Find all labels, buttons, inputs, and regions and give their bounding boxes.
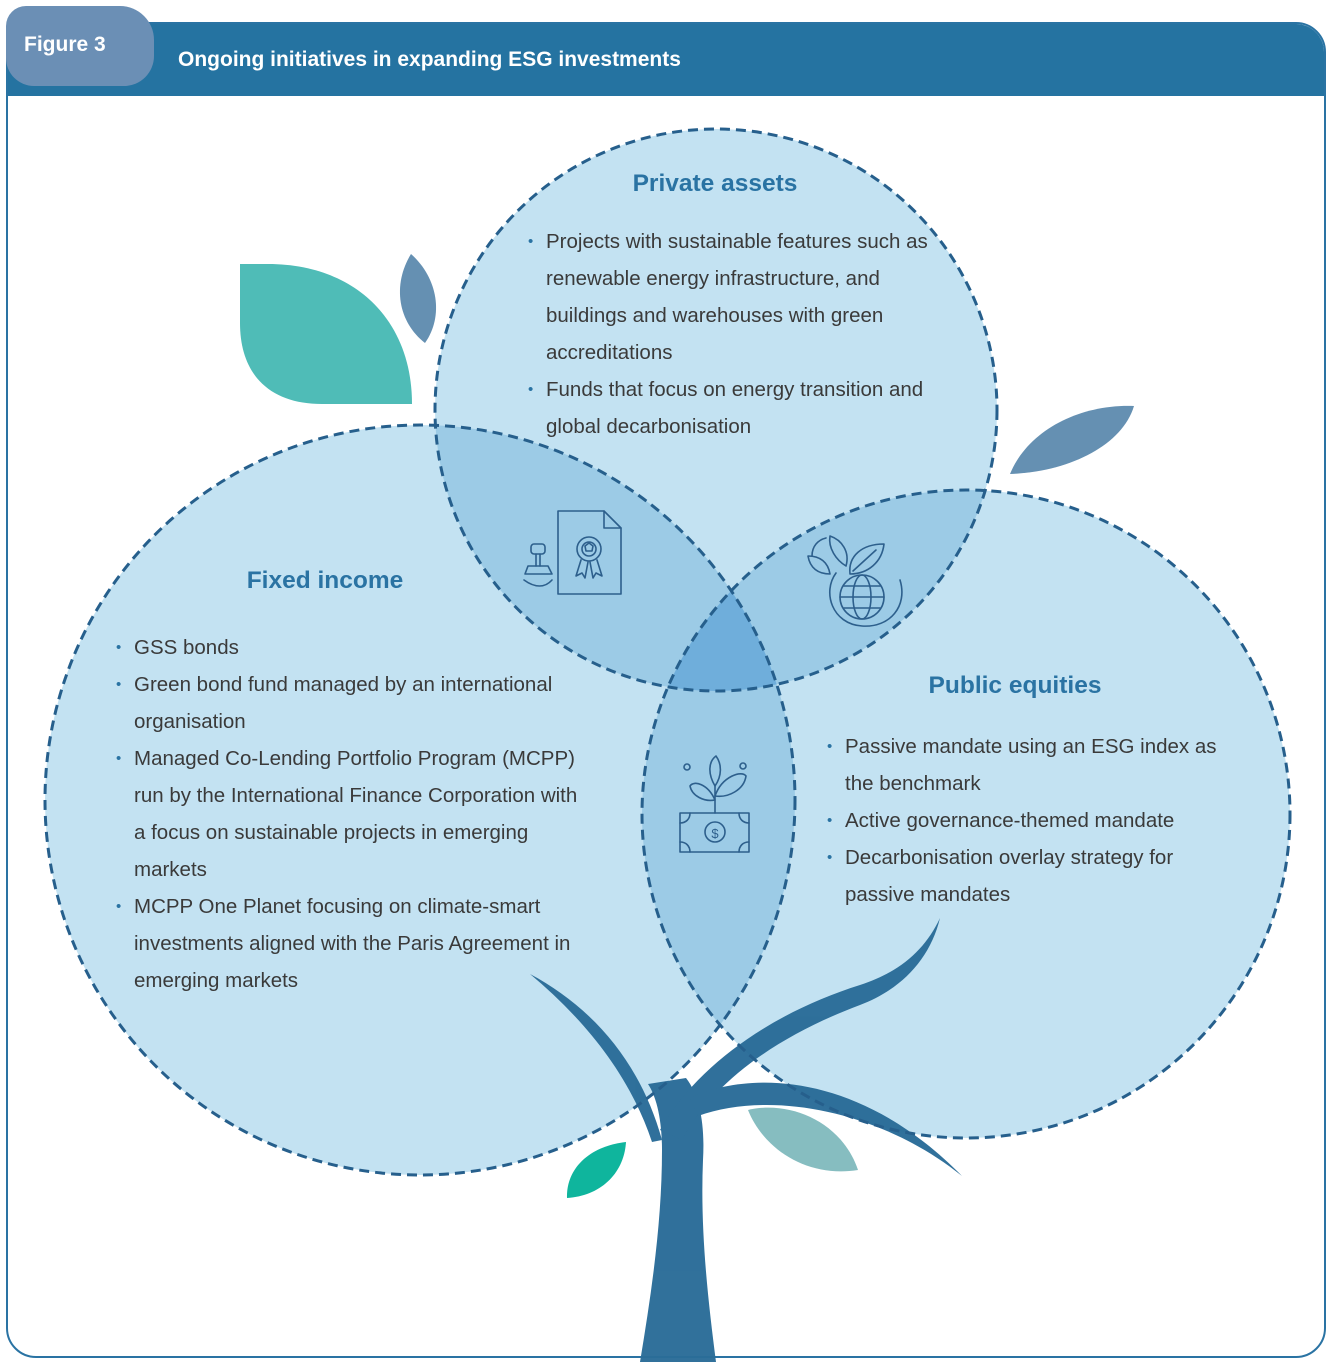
list-item: GSS bonds [116,629,594,666]
outline-private-assets [433,127,999,693]
outline-fixed-income [43,423,797,1177]
certificate-stamp-icon [523,510,622,595]
heading-fixed-income: Fixed income [246,567,404,594]
branch-right-low [690,1082,962,1176]
heading-public-equities: Public equities [928,672,1102,699]
list-private-assets: Projects with sustainable features such … [528,223,938,445]
list-item: Managed Co-Lending Portfolio Program (MC… [116,740,594,888]
figure-tab [6,6,154,86]
figure-label: Figure 3 [24,33,106,56]
list-item: Decarbonisation overlay strategy for pas… [827,839,1232,913]
branch-left [530,974,662,1142]
outline-public-equities [640,488,1292,1140]
tree [530,918,962,1362]
list-item: Funds that focus on energy transition an… [528,371,938,445]
overlap-private-fixed [435,425,795,691]
overlap-private-public [642,490,997,691]
list-item: Projects with sustainable features such … [528,223,938,371]
leaf-pale [748,1107,858,1172]
leaf-slate-top [399,254,437,343]
branch-right-main [660,918,940,1140]
leaf-teal-large [240,264,412,404]
figure-title: Ongoing initiatives in expanding ESG inv… [178,48,681,71]
header-bar [8,24,1324,96]
globe-leaves-icon [807,535,903,627]
heading-private-assets: Private assets [632,170,798,197]
list-item: Passive mandate using an ESG index as th… [827,728,1232,802]
list-fixed-income: GSS bonds Green bond fund managed by an … [116,629,594,999]
list-item: Green bond fund managed by an internatio… [116,666,594,740]
dollar-sign-icon: $ [711,826,719,841]
tree-trunk [640,1078,716,1362]
list-item: MCPP One Planet focusing on climate-smar… [116,888,594,999]
leaf-green [566,1142,626,1198]
list-item: Active governance-themed mandate [827,802,1232,839]
leaf-slate-right [1010,405,1134,474]
money-plant-icon [679,755,750,853]
list-public-equities: Passive mandate using an ESG index as th… [827,728,1232,913]
